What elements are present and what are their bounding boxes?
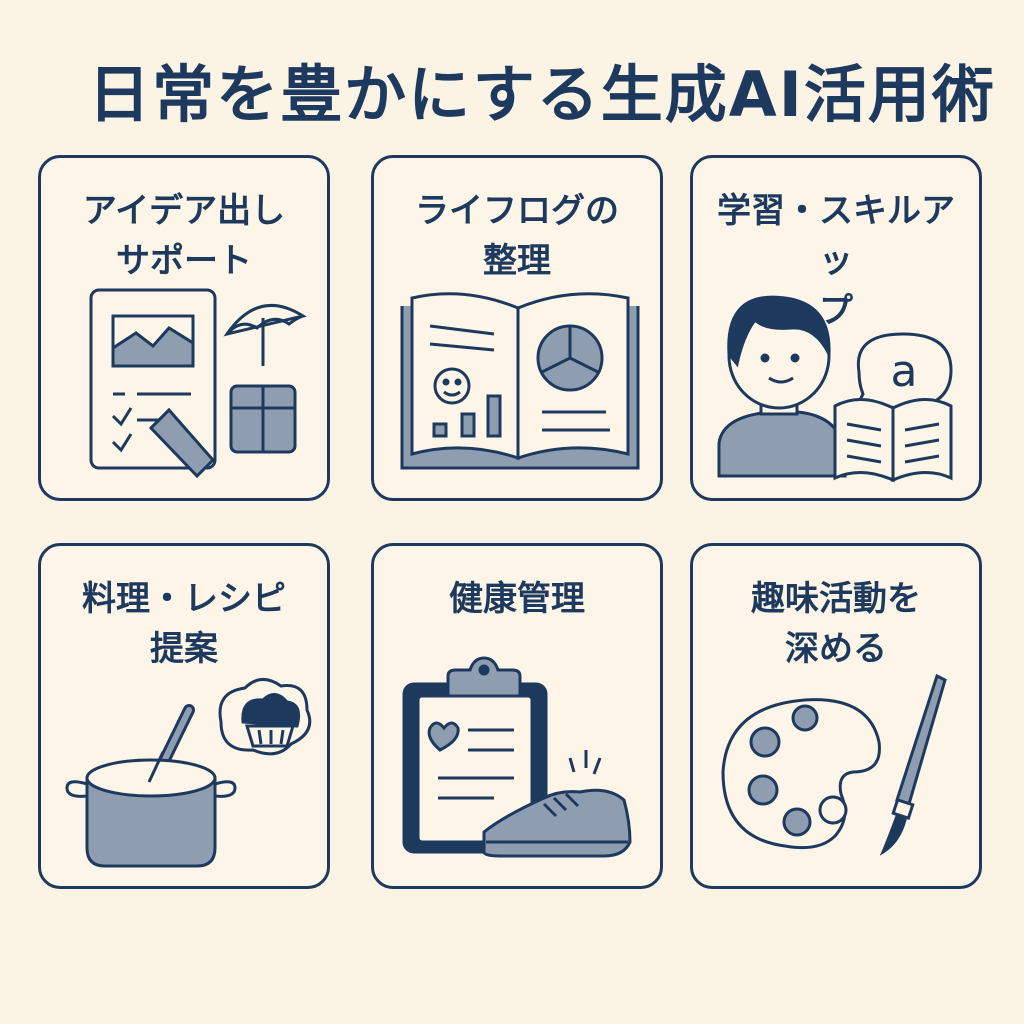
card-cooking[interactable]: 料理・レシピ 提案 <box>38 543 330 889</box>
open-book-icon <box>833 398 953 483</box>
bar-chart-icon <box>432 394 502 438</box>
speech-bubble-icon: a <box>849 332 953 418</box>
card-learning[interactable]: 学習・スキルアッ プ a <box>690 155 982 501</box>
gift-box-icon <box>229 384 297 454</box>
umbrella-icon <box>223 303 307 366</box>
heart-icon <box>427 721 460 752</box>
card-health[interactable]: 健康管理 <box>371 543 663 889</box>
card-label: 趣味活動を 深める <box>751 579 921 669</box>
smiley-icon <box>433 367 471 405</box>
learning-illustration: a <box>717 295 953 483</box>
idea-illustration <box>89 288 307 479</box>
card-idea-support[interactable]: アイデア出し サポート <box>38 155 330 501</box>
speech-bubble-letter: a <box>891 346 918 397</box>
paint-palette-icon <box>721 698 881 850</box>
pie-chart-icon <box>536 324 604 392</box>
cooking-pot-icon <box>65 704 237 868</box>
paintbrush-icon <box>879 673 947 856</box>
card-lifelog[interactable]: ライフログの 整理 <box>371 155 663 501</box>
person-icon <box>717 295 847 478</box>
card-label: ライフログの 整理 <box>415 191 619 281</box>
health-illustration <box>402 656 632 858</box>
pencil-icon <box>148 407 216 479</box>
card-label: 学習・スキルアッ プ <box>717 191 955 331</box>
muffin-icon <box>241 693 301 748</box>
hobby-illustration <box>721 673 947 856</box>
cooking-illustration <box>65 678 312 868</box>
document-chart-icon <box>89 288 217 470</box>
card-label: アイデア出し サポート <box>82 191 286 281</box>
sneaker-icon <box>482 750 632 858</box>
card-label: 健康管理 <box>449 579 585 619</box>
card-label: 料理・レシピ 提案 <box>82 579 286 669</box>
page-title: 日常を豊かにする生成AI活用術 <box>88 58 996 131</box>
lifelog-illustration <box>400 292 640 470</box>
card-hobby[interactable]: 趣味活動を 深める <box>690 543 982 889</box>
